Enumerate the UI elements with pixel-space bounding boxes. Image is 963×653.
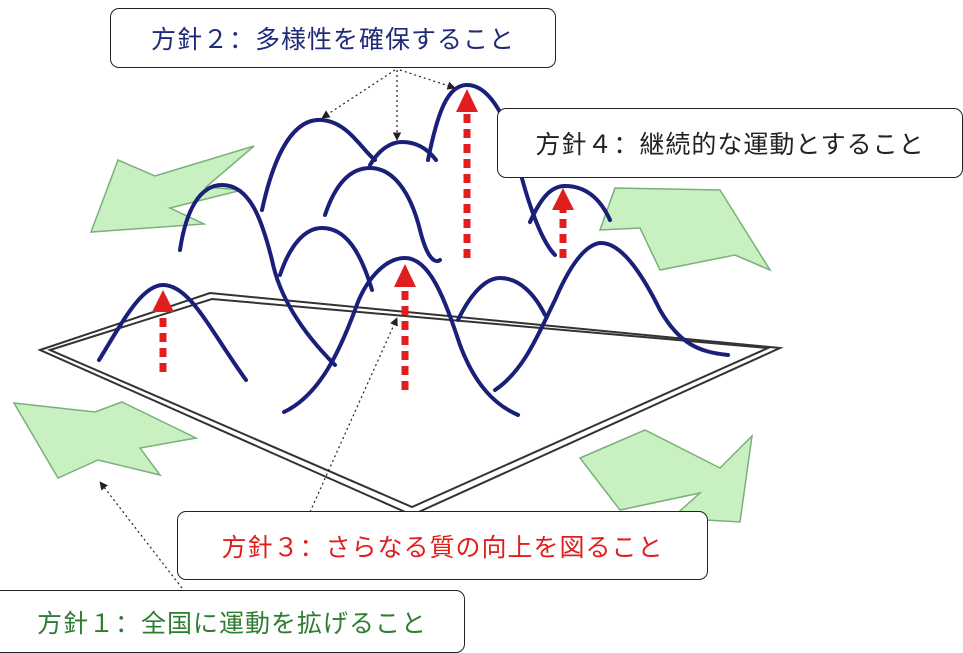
spread-arrow-upper-right xyxy=(598,187,772,272)
spread-arrow-lower-left xyxy=(12,401,199,479)
policy-4-callout: 方針４：継続的な運動とすること xyxy=(497,108,963,178)
mountain-ridges xyxy=(97,82,730,417)
policy-2-label: 方針２：多様性を確保すること xyxy=(150,25,515,54)
up-arrow-right xyxy=(552,188,574,258)
quality-up-arrows xyxy=(152,89,574,390)
policy-4-label: 方針４：継続的な運動とすること xyxy=(535,130,925,159)
up-arrow-left xyxy=(152,290,174,372)
policy-3-callout: 方針３：さらなる質の向上を図ること xyxy=(177,511,708,580)
spread-arrow-upper-left xyxy=(89,145,255,233)
leader-lines xyxy=(99,69,456,593)
policy-2-callout: 方針２：多様性を確保すること xyxy=(110,8,556,68)
up-arrow-top xyxy=(456,89,478,258)
policy-1-callout: 方針１：全国に運動を拡げること xyxy=(0,590,465,653)
spread-arrow-lower-right xyxy=(578,429,754,523)
up-arrow-center xyxy=(394,264,416,390)
policy-3-label: 方針３：さらなる質の向上を図ること xyxy=(221,532,664,562)
policy-1-label: 方針１：全国に運動を拡げること xyxy=(36,608,427,638)
